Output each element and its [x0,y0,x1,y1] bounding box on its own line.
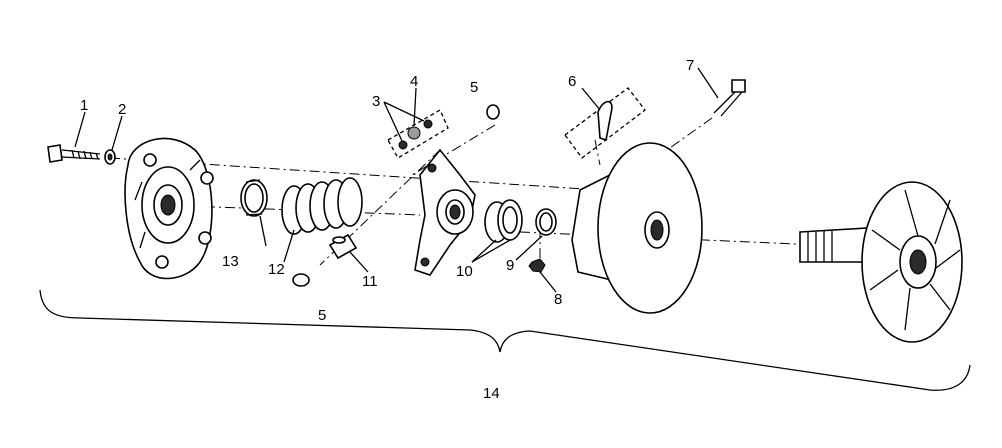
leader-lines [74,67,719,293]
callout-11: 11 [362,273,378,290]
ring-part-13 [240,179,268,217]
bolt-part-1 [47,144,101,163]
spider-assembly [414,148,476,276]
roller-part-5-lower [292,273,310,287]
callout-1: 1 [80,97,88,114]
spring-part-12 [281,177,363,235]
callout-3: 3 [372,93,380,110]
moveable-sheave [571,142,703,314]
pin-part-11 [328,233,358,260]
bolt-part-7 [713,79,746,117]
callout-13: 13 [222,253,239,270]
callout-10: 10 [456,263,473,280]
nut-part-8 [528,258,546,273]
callout-labels: 1 2 3 4 5 6 7 8 9 10 11 12 13 5 14 [80,57,694,402]
callout-2: 2 [118,101,126,118]
bushings-part-10 [484,199,523,243]
callout-5-upper: 5 [470,79,478,96]
washer-part-2 [104,149,116,165]
callout-4: 4 [410,73,418,90]
callout-9: 9 [506,257,514,274]
fixed-sheave-fan [799,181,963,343]
ring-part-9 [535,208,557,236]
callout-12: 12 [268,261,285,278]
callout-6: 6 [568,73,576,90]
callout-8: 8 [554,291,562,308]
clutch-cover [124,137,214,280]
callout-14: 14 [483,385,500,402]
callout-7: 7 [686,57,694,74]
callout-5-lower: 5 [318,307,326,324]
assembly-brace [39,289,971,391]
roller-part-5-upper [486,104,500,120]
weight-part-6 [564,87,646,159]
arm-assembly-parts-3-4 [387,109,449,159]
